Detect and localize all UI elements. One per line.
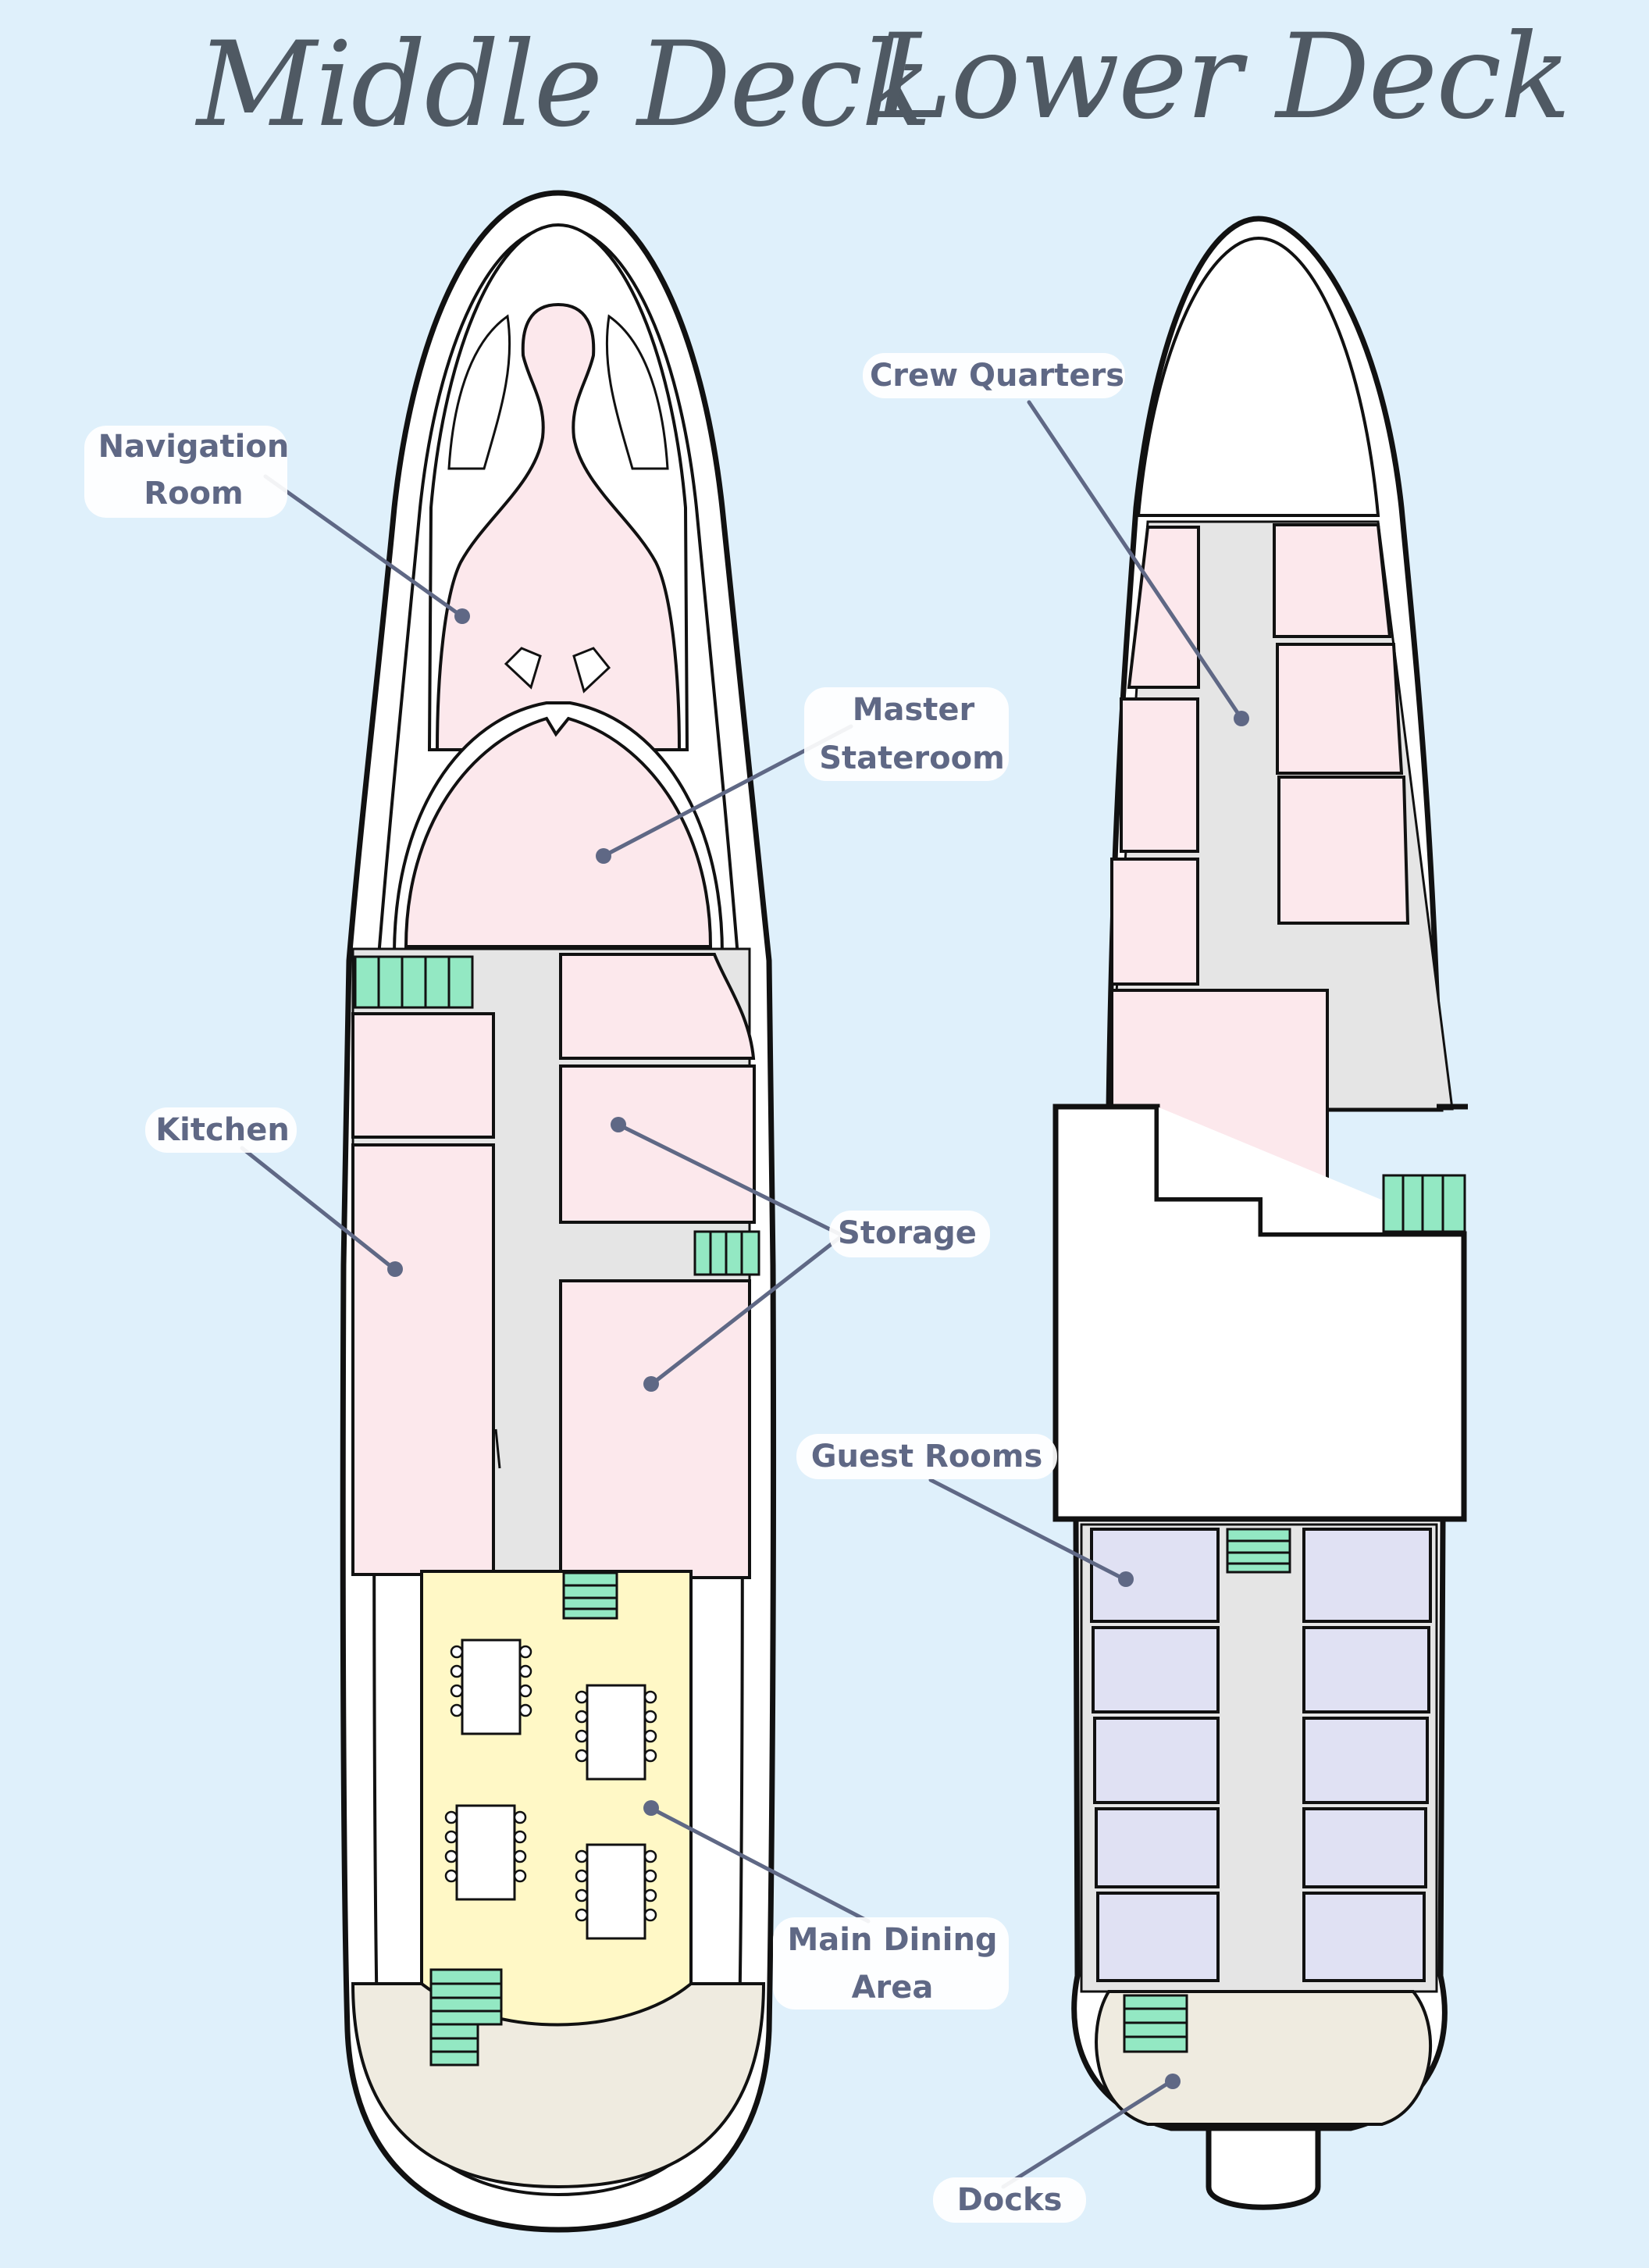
lower-deck-title: Lower Deck <box>872 9 1569 145</box>
label-docks: Docks <box>933 2074 1181 2223</box>
lower-deck-transom <box>1206 2125 1321 2210</box>
svg-text:Master: Master <box>853 692 975 728</box>
svg-text:Navigation: Navigation <box>98 429 290 465</box>
storage-room-upper <box>559 1064 756 1224</box>
svg-text:Kitchen: Kitchen <box>155 1112 290 1148</box>
stairs-lower-bow <box>1382 1174 1466 1233</box>
svg-text:Storage: Storage <box>838 1215 977 1251</box>
svg-text:Room: Room <box>144 476 243 512</box>
stairs-dining-top <box>562 1571 618 1620</box>
dining-table <box>575 1684 657 1781</box>
dining-tables <box>444 1639 657 1940</box>
stairs-stern <box>429 1968 503 2067</box>
middle-deck-title: Middle Deck <box>194 17 931 153</box>
stairs-middle-center <box>693 1230 760 1276</box>
label-main-dining-area: Main Dining Area <box>643 1800 1009 2009</box>
svg-text:Docks: Docks <box>957 2182 1063 2218</box>
storage-room-lower <box>559 1279 751 1579</box>
kitchen-pantry <box>351 1012 495 1139</box>
lower-deck-plan <box>1052 216 1468 2210</box>
master-stateroom <box>404 716 713 948</box>
kitchen <box>351 1143 495 1576</box>
label-navigation-room: Navigation Room <box>84 426 470 624</box>
svg-text:Guest Rooms: Guest Rooms <box>811 1439 1043 1475</box>
label-master-stateroom: Master Stateroom <box>596 687 1009 864</box>
dining-table <box>444 1804 527 1901</box>
label-crew-quarters: Crew Quarters <box>863 353 1249 726</box>
dining-table <box>575 1843 657 1940</box>
stairs-lower-guest <box>1226 1528 1291 1574</box>
svg-text:Main Dining: Main Dining <box>787 1922 997 1958</box>
svg-text:Stateroom: Stateroom <box>819 740 1005 776</box>
stairs-middle-bow <box>354 955 474 1009</box>
dining-table <box>450 1639 532 1735</box>
label-storage: Storage <box>611 1117 990 1392</box>
guest-rooms <box>1090 1528 1432 1982</box>
svg-text:Area: Area <box>852 1970 934 2006</box>
stairs-docks <box>1123 1994 1188 2053</box>
stateroom-annex <box>559 953 756 1060</box>
label-kitchen: Kitchen <box>145 1107 403 1277</box>
svg-text:Crew Quarters: Crew Quarters <box>870 358 1124 394</box>
middle-deck-plan <box>340 190 777 2233</box>
label-guest-rooms: Guest Rooms <box>796 1434 1134 1587</box>
